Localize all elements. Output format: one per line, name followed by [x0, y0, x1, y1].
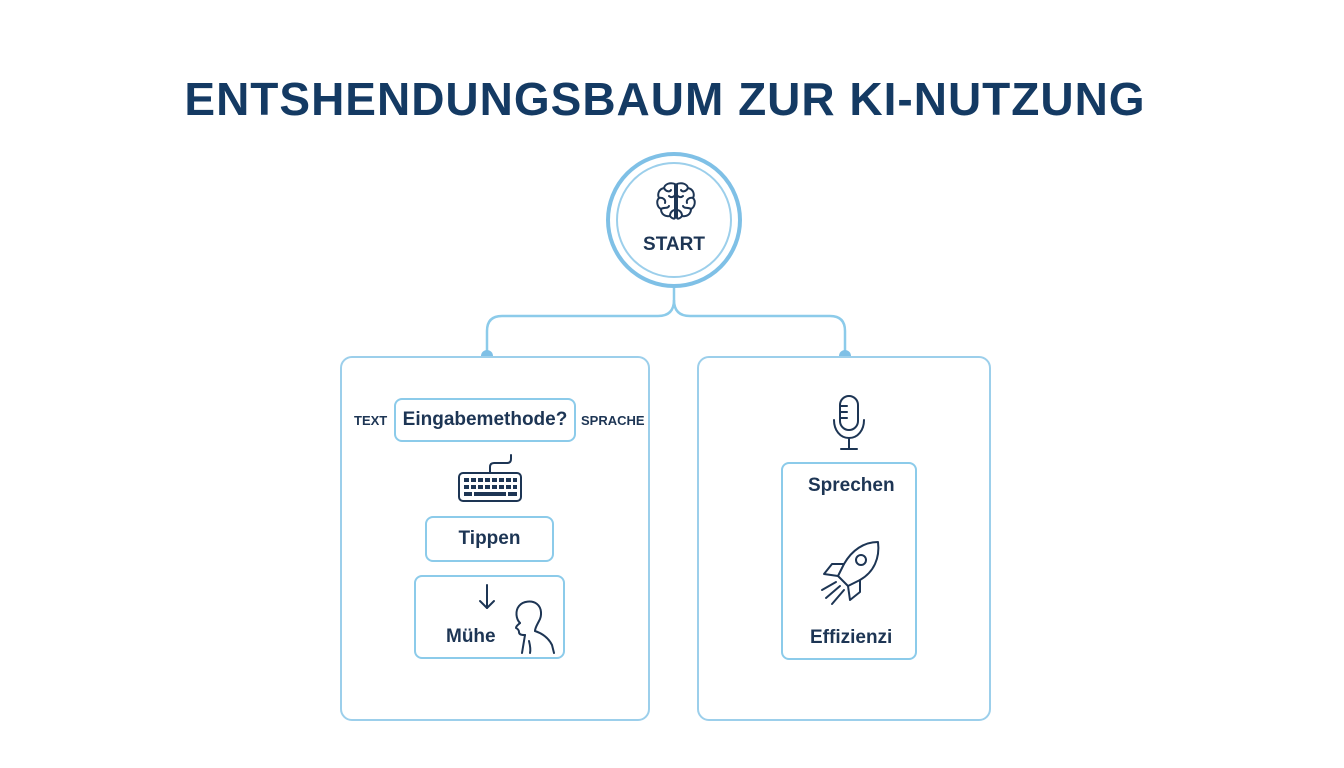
- start-node[interactable]: START: [606, 152, 742, 288]
- option-speech-label: SPRACHE: [581, 413, 645, 428]
- effizienz-label: Effizienzi: [810, 627, 893, 648]
- keyboard-icon: [458, 454, 522, 502]
- microphone-icon: [833, 395, 865, 450]
- brain-icon: [656, 182, 696, 220]
- person-icon: [515, 600, 555, 654]
- arrow-down-icon: [479, 584, 495, 609]
- connector-left: [485, 288, 676, 356]
- option-text-label: TEXT: [354, 413, 388, 428]
- rocket-icon: [821, 541, 880, 605]
- tippen-box[interactable]: Tippen: [425, 516, 554, 562]
- connector-right: [672, 299, 847, 356]
- start-label: START: [643, 234, 705, 255]
- diagram-title: ENTSHENDUNGSBAUM ZUR KI-NUTZUNG: [184, 73, 1146, 125]
- muehe-label: Mühe: [446, 626, 496, 647]
- sprechen-box[interactable]: [781, 462, 917, 660]
- question-box[interactable]: Eingabemethode?: [394, 398, 576, 442]
- sprechen-label: Sprechen: [808, 475, 895, 496]
